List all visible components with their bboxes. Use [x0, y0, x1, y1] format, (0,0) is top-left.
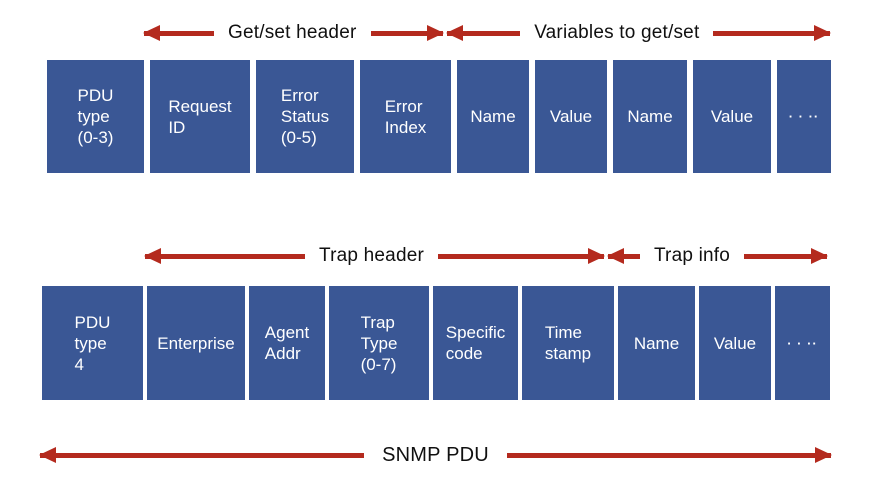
right-arrowhead-icon — [370, 30, 444, 36]
cell-label: Time stamp — [544, 323, 592, 363]
cell-label: Name — [470, 107, 516, 126]
cell-label: Enterprise — [157, 333, 235, 353]
trap-arrow-band: Trap header Trap info — [145, 245, 827, 267]
getset-pdu-row: PDU type (0-3) Request ID Error Status (… — [47, 60, 831, 173]
cell-label: Error Status (0-5) — [280, 86, 330, 147]
snmp-pdu-label: SNMP PDU — [382, 443, 489, 466]
cell-time-stamp: Time stamp — [522, 286, 614, 400]
cell-label: Value — [710, 107, 754, 126]
cell-label: Name — [633, 333, 680, 353]
cell-specific-code: Specific code — [433, 286, 518, 400]
cell-label: Name — [627, 107, 673, 126]
cell-label: Agent Addr — [264, 323, 310, 363]
cell-enterprise: Enterprise — [147, 286, 245, 400]
left-arrowhead-icon — [607, 253, 640, 259]
getset-arrow-band: Get/set header Variables to get/set — [144, 22, 830, 44]
left-arrowhead-icon — [447, 30, 521, 36]
cell-error-status: Error Status (0-5) — [256, 60, 354, 173]
right-arrowhead-icon — [744, 253, 827, 259]
cell-value-2: Value — [693, 60, 771, 173]
cell-pdu-type: PDU type (0-3) — [47, 60, 144, 173]
cell-error-index: Error Index — [360, 60, 451, 173]
right-arrowhead-icon — [713, 30, 830, 36]
cell-label: Request ID — [168, 96, 232, 137]
cell-agent-addr: Agent Addr — [249, 286, 325, 400]
cell-label: Trap Type (0-7) — [360, 312, 398, 374]
left-arrowhead-icon — [40, 452, 365, 458]
right-arrowhead-icon — [506, 452, 831, 458]
cell-label: Value — [713, 333, 757, 353]
cell-trap-type: Trap Type (0-7) — [329, 286, 429, 400]
cell-label: Specific code — [445, 323, 506, 363]
trap-pdu-row: PDU type 4 Enterprise Agent Addr Trap Ty… — [42, 286, 830, 400]
cell-label: PDU type 4 — [74, 312, 111, 374]
cell-name-1: Name — [457, 60, 529, 173]
variables-to-getset-label: Variables to get/set — [534, 22, 700, 43]
cell-value: Value — [699, 286, 771, 400]
right-arrowhead-icon — [438, 253, 604, 259]
cell-label: Error Index — [384, 96, 427, 137]
ellipsis-icon: · · ·· — [788, 109, 820, 124]
cell-label: PDU type (0-3) — [77, 86, 114, 147]
trap-info-label: Trap info — [653, 245, 731, 266]
left-arrowhead-icon — [145, 253, 305, 259]
cell-name: Name — [618, 286, 695, 400]
cell-value-1: Value — [535, 60, 607, 173]
cell-ellipsis: · · ·· — [777, 60, 831, 173]
cell-pdu-type-4: PDU type 4 — [42, 286, 143, 400]
left-arrowhead-icon — [144, 30, 214, 36]
trap-header-label: Trap header — [319, 245, 425, 266]
cell-label: Value — [549, 107, 593, 126]
cell-request-id: Request ID — [150, 60, 250, 173]
ellipsis-icon: · · ·· — [787, 335, 818, 351]
getset-header-label: Get/set header — [228, 22, 357, 43]
cell-ellipsis: · · ·· — [775, 286, 830, 400]
snmp-pdu-arrow-band: SNMP PDU — [40, 444, 831, 466]
cell-name-2: Name — [613, 60, 687, 173]
